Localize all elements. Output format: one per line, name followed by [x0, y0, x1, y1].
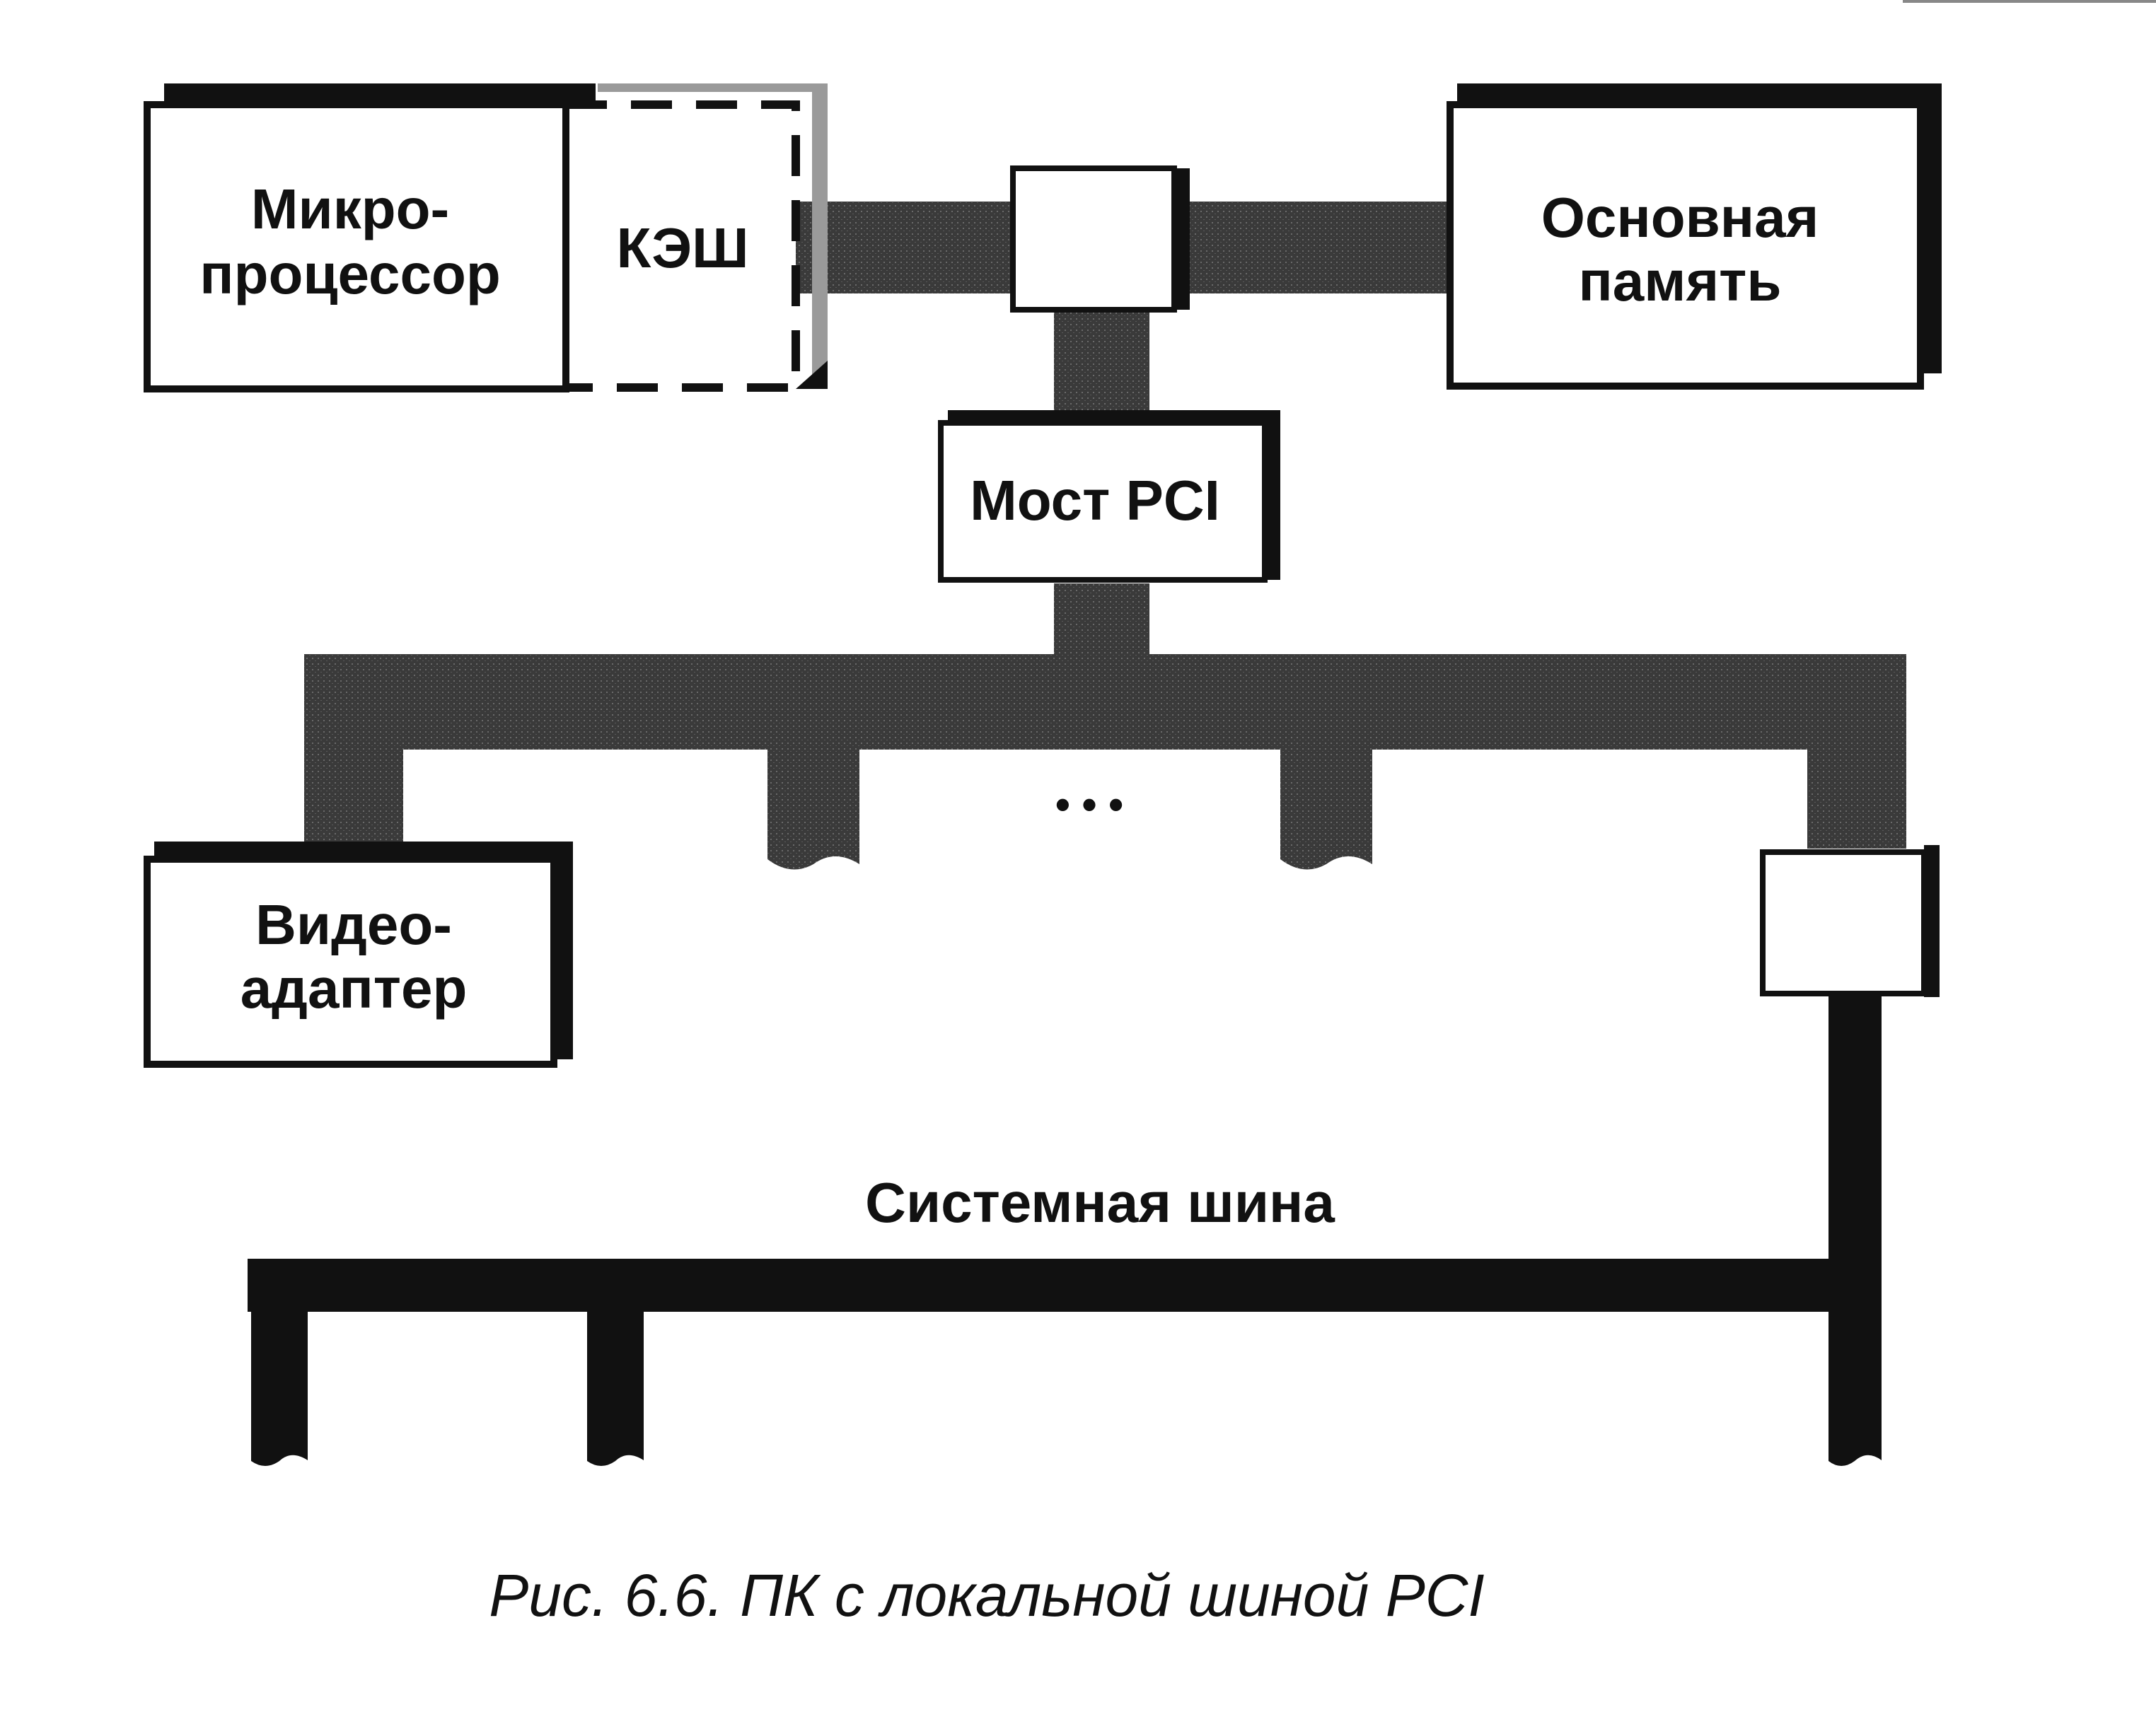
- system-bus-riser: [1828, 990, 1882, 1262]
- cpu-box: Микро- процессор: [144, 83, 596, 392]
- pci-bus: [304, 202, 1906, 870]
- pci-junction-frame: [1010, 165, 1177, 313]
- system-bus-slot: [1828, 1312, 1882, 1466]
- memory-label-line2: память: [1578, 250, 1781, 313]
- pci-bridge-frame: [938, 420, 1268, 583]
- bus-bridge-frame: [1760, 849, 1927, 996]
- memory-box: Основная память: [1447, 83, 1942, 390]
- bus-bridge-box: [1760, 845, 1940, 997]
- slots-ellipsis: • • •: [1055, 781, 1123, 828]
- memory-box-frame: [1447, 101, 1924, 390]
- pci-bridge-label: Мост PCI: [970, 469, 1220, 532]
- system-bus-slot: [251, 1312, 308, 1466]
- memory-label-line1: Основная: [1541, 186, 1819, 249]
- pci-bus-link-to-bridge: [1054, 311, 1149, 414]
- pci-bus-drop-video: [304, 750, 403, 845]
- scan-edge-line: [1903, 0, 2156, 3]
- pci-bus-stub-slot: [767, 750, 859, 870]
- pci-bus-drop-isa-bridge: [1807, 750, 1906, 849]
- cache-box: КЭШ: [564, 83, 828, 392]
- pci-bus-main: [304, 654, 1906, 750]
- cpu-label-line2: процессор: [199, 243, 500, 305]
- pci-junction-box: [1010, 165, 1190, 313]
- system-bus-label: Системная шина: [865, 1171, 1335, 1234]
- video-label-line1: Видео-: [255, 893, 452, 956]
- pci-bus-link-from-bridge: [1054, 583, 1149, 654]
- cpu-label-line1: Микро-: [251, 177, 449, 240]
- pci-bridge-box: Мост PCI: [938, 410, 1280, 583]
- system-bus-slot: [587, 1312, 644, 1466]
- video-adapter-frame: [144, 856, 557, 1068]
- system-bus: [248, 990, 1882, 1466]
- cache-label: КЭШ: [616, 216, 748, 279]
- figure-caption: Рис. 6.6. ПК с локальной шиной PCI: [489, 1562, 1484, 1629]
- video-label-line2: адаптер: [240, 957, 468, 1020]
- video-adapter-box: Видео- адаптер: [144, 842, 573, 1068]
- system-bus-main: [248, 1259, 1882, 1312]
- pci-bus-stub-slot: [1280, 750, 1372, 870]
